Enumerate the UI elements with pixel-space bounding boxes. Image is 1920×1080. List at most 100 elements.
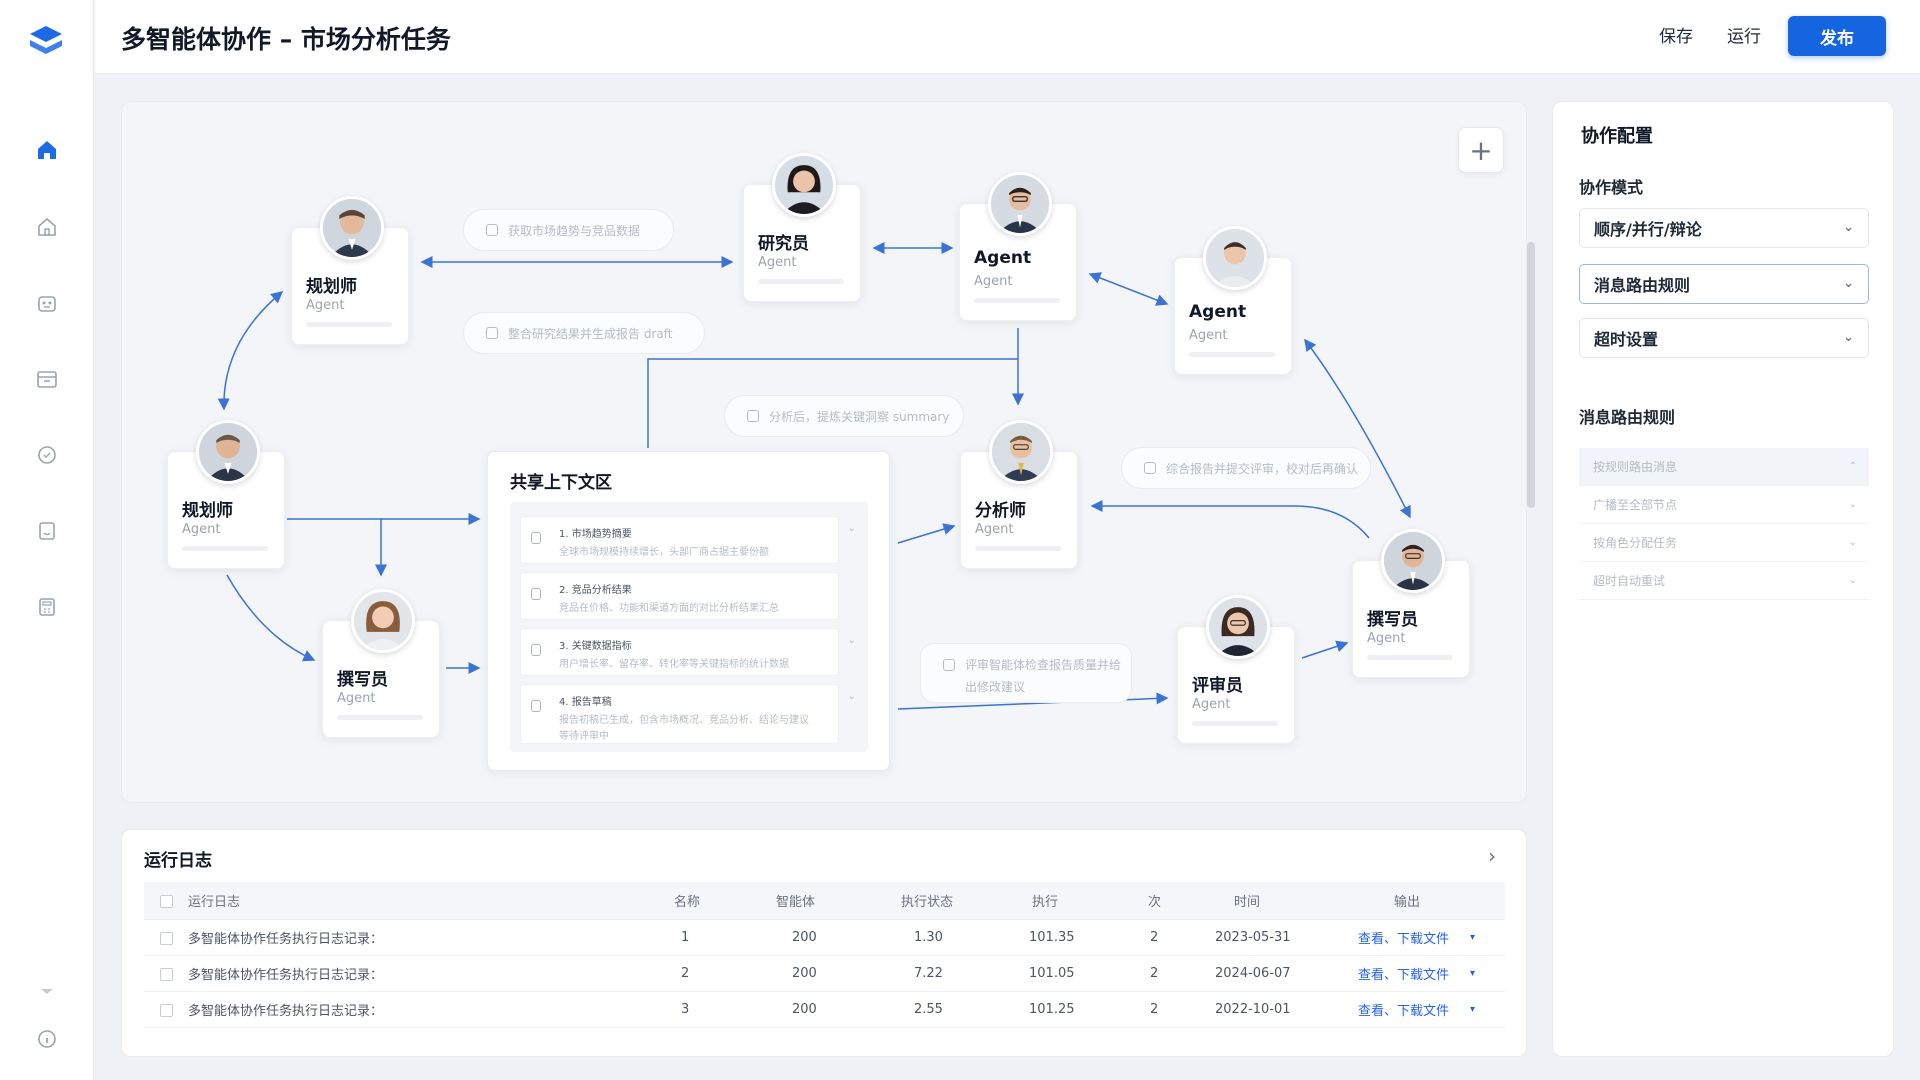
agent-name: 撰写员 [1367,610,1418,630]
app-logo[interactable] [26,22,66,62]
save-button[interactable]: 保存 [1659,22,1693,47]
context-item-title: 3. 关键数据指标 [559,641,632,652]
agent-bot-icon[interactable] [30,286,64,320]
edge-context-analyst [897,523,956,544]
agent-card-agent-b[interactable]: Agent Agent [1174,226,1292,375]
agent-sub: Agent [306,298,345,313]
agent-desc-placeholder [758,279,844,284]
rule-label: 超时自动重试 [1593,574,1666,588]
agent-card-writer[interactable]: 撰写员 Agent [322,589,440,738]
edge-agent-agent [1088,272,1169,306]
agent-desc-placeholder [1367,655,1453,660]
house-outline-icon[interactable] [30,210,64,244]
agent-name: 评审员 [1192,676,1243,696]
log-name: 1 [681,930,690,945]
chevron-down-icon: ⌄ [1843,220,1854,235]
add-node-button[interactable]: + [1458,127,1504,173]
rule-row[interactable]: 广播至全部节点⌄ [1579,486,1869,524]
run-button[interactable]: 运行 [1727,22,1761,47]
log-time: 2024-06-07 [1215,966,1291,981]
log-exec: 101.35 [1029,930,1075,945]
row-action-icon[interactable]: ▾ [1470,968,1476,979]
log-output-link[interactable]: 查看、下载文件 [1358,932,1450,947]
select-all-checkbox[interactable] [160,895,173,908]
table-row[interactable]: 多智能体协作任务执行日志记录： 2 200 7.22 101.05 2 2024… [144,956,1505,992]
avatar [772,153,836,217]
context-item-text: 全球市场规模持续增长，头部厂商占据主要份额 [559,547,769,558]
context-item[interactable]: 4. 报告草稿 报告初稿已生成，包含市场概况、竞品分析、结论与建议 等待评审中 … [520,684,856,744]
avatar [1203,226,1267,290]
row-checkbox[interactable] [160,932,173,945]
agent-card-reviewer[interactable]: 评审员 Agent [1177,595,1295,744]
table-row[interactable]: 多智能体协作任务执行日志记录： 1 200 1.30 101.35 2 2023… [144,920,1505,956]
note-text: 整合研究结果并生成报告 draft [508,326,673,341]
agent-sub: Agent [758,255,797,270]
note-1[interactable]: 获取市场趋势与竞品数据 [463,209,674,251]
avatar [1381,529,1445,593]
agent-name: 撰写员 [337,670,388,690]
agent-card-planner-top[interactable]: 规划师 Agent [291,196,409,345]
mode-select[interactable]: 顺序/并行/辩论 ⌄ [1579,208,1869,248]
note-text: 获取市场趋势与竞品数据 [508,223,641,238]
log-exec: 101.25 [1029,1002,1075,1017]
chevron-down-icon[interactable]: ⌄ [847,523,856,534]
rule-label: 按角色分配任务 [1593,536,1678,550]
agent-name: 规划师 [306,277,357,297]
agent-card-agent-a[interactable]: Agent Agent [959,172,1077,321]
context-item[interactable]: 3. 关键数据指标 用户增长率、留存率、转化率等关键指标的统计数据 ⌄ [520,628,856,676]
note-3[interactable]: 分析后，提炼关键洞察 summary [724,395,964,437]
document-icon[interactable] [30,514,64,548]
agent-card-analyst[interactable]: 分析师 Agent [960,420,1078,569]
log-agents: 200 [792,966,817,981]
routing-select[interactable]: 消息路由规则 ⌄ [1579,264,1869,304]
row-action-icon[interactable]: ▾ [1470,1004,1476,1015]
chevron-down-icon[interactable]: ⌄ [847,635,856,646]
publish-button[interactable]: 发布 [1788,16,1886,56]
edge-planner-planner [217,291,284,411]
agent-sub: Agent [974,274,1013,289]
timeout-select[interactable]: 超时设置 ⌄ [1579,318,1869,358]
row-checkbox[interactable] [160,1004,173,1017]
note-4[interactable]: 综合报告并提交评审，校对后再确认 [1121,447,1371,489]
context-item-title: 1. 市场趋势摘要 [559,529,632,540]
note-icon [1144,462,1156,474]
agent-card-researcher[interactable]: 研究员 Agent [743,153,861,302]
note-2[interactable]: 整合研究结果并生成报告 draft [463,312,705,354]
info-icon[interactable] [30,1022,64,1056]
routing-value: 消息路由规则 [1594,276,1691,295]
log-output-link[interactable]: 查看、下载文件 [1358,968,1450,983]
agent-name: 研究员 [758,234,809,254]
context-item[interactable]: 1. 市场趋势摘要 全球市场规模持续增长，头部厂商占据主要份额 ⌄ [520,516,856,564]
row-checkbox[interactable] [160,968,173,981]
row-action-icon[interactable]: ▾ [1470,932,1476,943]
context-item-text: 报告初稿已生成，包含市场概况、竞品分析、结论与建议 [559,715,809,726]
workflow-canvas[interactable]: + 获取市场趋势与竞品数据 整合研究结果并生成报告 draft 分析后，提炼关键… [121,101,1527,803]
archive-icon[interactable] [30,362,64,396]
note-5[interactable]: 评审智能体检查报告质量并给出修改建议 [920,643,1132,703]
avatar [196,420,260,484]
chevron-down-icon[interactable] [30,975,64,1009]
column-header: 执行状态 [901,895,954,910]
agent-card-writer-right[interactable]: 撰写员 Agent [1352,529,1470,678]
column-header: 智能体 [776,895,816,910]
home-icon[interactable] [30,133,64,167]
context-item[interactable]: 2. 竞品分析结果 竞品在价格、功能和渠道方面的对比分析结果汇总 [520,572,839,620]
calculator-icon[interactable] [30,590,64,624]
rule-row[interactable]: 按角色分配任务⌄ [1579,524,1869,562]
rule-row[interactable]: 按规则路由消息⌃ [1579,448,1869,486]
shield-icon[interactable] [30,438,64,472]
agent-card-planner-left[interactable]: 规划师 Agent [167,420,285,569]
log-agents: 200 [792,930,817,945]
shared-context-title: 共享上下文区 [510,473,612,493]
context-item-text: 用户增长率、留存率、转化率等关键指标的统计数据 [559,659,789,670]
shared-context-panel[interactable]: 共享上下文区 1. 市场趋势摘要 全球市场规模持续增长，头部厂商占据主要份额 ⌄… [487,451,890,771]
table-row[interactable]: 多智能体协作任务执行日志记录： 3 200 2.55 101.25 2 2022… [144,992,1505,1028]
rule-row[interactable]: 超时自动重试⌄ [1579,562,1869,600]
chevron-down-icon[interactable]: ⌄ [847,691,856,702]
context-item-text: 竞品在价格、功能和渠道方面的对比分析结果汇总 [559,603,779,614]
chevron-right-icon[interactable]: › [1488,844,1496,868]
log-output-link[interactable]: 查看、下载文件 [1358,1004,1450,1019]
canvas-scrollbar[interactable] [1527,242,1535,508]
mode-label: 协作模式 [1579,178,1644,197]
agent-desc-placeholder [182,546,268,551]
